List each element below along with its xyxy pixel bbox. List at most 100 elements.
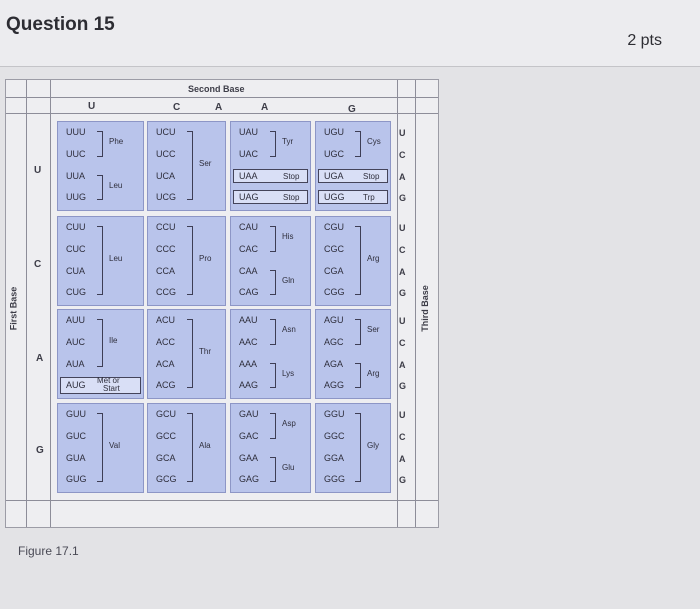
third-base-u-1: C (399, 150, 406, 160)
codon-cc-1: CCC (156, 244, 176, 254)
codon-gg-1: GGC (324, 431, 345, 441)
codon-ga-2: GAA (239, 453, 259, 463)
third-base-c-3: G (399, 288, 407, 298)
amino-acid-ua-2: Stop (283, 193, 300, 202)
amino-acid-ug-2: Trp (363, 193, 375, 202)
codon-uu-3: UUG (66, 192, 86, 202)
codon-uu-1: UUC (66, 149, 86, 159)
amino-acid-cc-0: Pro (199, 253, 212, 263)
first-base-u: U (34, 165, 42, 176)
codon-ca-1: CAC (239, 244, 259, 254)
third-base-u-0: U (399, 128, 406, 138)
codon-block-uc (147, 121, 226, 211)
bracket-ga-1 (270, 457, 276, 482)
codon-ac-0: ACU (156, 315, 176, 325)
bracket-cc-0 (187, 226, 193, 295)
third-base-g-0: U (399, 410, 406, 420)
codon-block-ga (230, 403, 311, 493)
codon-gg-0: GGU (324, 409, 345, 419)
amino-acid-aa-0: Asn (282, 325, 296, 334)
codon-block-ca (230, 216, 311, 306)
start-codon-box (60, 377, 141, 394)
codon-gc-0: GCU (156, 409, 176, 419)
codon-uc-2: UCA (156, 171, 176, 181)
codon-uc-1: UCC (156, 149, 176, 159)
amino-acid-au-0: Ile (109, 336, 118, 345)
codon-cg-1: CGC (324, 244, 344, 254)
third-base-c-1: C (399, 245, 406, 255)
bracket-au-0 (97, 319, 103, 367)
amino-acid-cu-0: Leu (109, 253, 123, 263)
codon-block-gc (147, 403, 226, 493)
codon-block-ac (147, 309, 226, 399)
codon-block-uu (57, 121, 144, 211)
codon-au-1: AUC (66, 337, 86, 347)
amino-acid-cg-0: Arg (367, 253, 380, 263)
codon-ua-1: UAC (239, 149, 259, 159)
third-base-a-0: U (399, 316, 406, 326)
amino-acid-uu-1: Leu (109, 180, 123, 190)
amino-acid-aa-1: Lys (282, 368, 295, 378)
codon-ug-0: UGU (324, 127, 344, 137)
third-base-u-3: G (399, 193, 407, 203)
amino-acid-ug-0: Cys (367, 137, 381, 146)
first-base-c: C (34, 259, 42, 270)
bracket-aa-1 (270, 363, 276, 388)
codon-ac-3: ACG (156, 380, 176, 390)
amino-acid-gu-0: Val (109, 440, 120, 450)
codon-gg-2: GGA (324, 453, 345, 463)
codon-ua-0: UAU (239, 127, 259, 137)
codon-gu-3: GUG (66, 474, 87, 484)
codon-ag-3: AGG (324, 380, 345, 390)
codon-cu-1: CUC (66, 244, 86, 254)
codon-ca-2: CAA (239, 266, 258, 276)
codon-cg-2: CGA (324, 266, 344, 276)
codon-ag-2: AGA (324, 359, 344, 369)
stop-codon-box-ug-2 (318, 169, 388, 183)
bracket-ca-1 (270, 270, 276, 295)
codon-gc-3: GCG (156, 474, 177, 484)
codon-gc-2: GCA (156, 453, 176, 463)
amino-acid-uu-0: Phe (109, 137, 124, 146)
amino-acid-ag-1: Arg (367, 368, 380, 378)
third-base-c-0: U (399, 223, 406, 233)
codon-block-cc (147, 216, 226, 306)
bracket-ag-0 (355, 319, 361, 345)
codon-cu-0: CUU (66, 222, 86, 232)
codon-cc-3: CCG (156, 287, 176, 297)
question-header: Question 15 2 pts (0, 0, 700, 67)
question-title: Question 15 (6, 14, 115, 35)
codon-block-cu (57, 216, 144, 306)
codon-ug-1: UGC (324, 149, 344, 159)
codon-ug-2: UGA (324, 171, 344, 181)
genetic-code-table: Second Base U C A A G First Base U C A G… (5, 79, 439, 528)
codon-aa-1: AAC (239, 337, 258, 347)
first-base-title: First Base (8, 286, 19, 331)
question-points: 2 pts (627, 32, 662, 49)
third-base-g-2: A (399, 454, 406, 464)
codon-gu-1: GUC (66, 431, 86, 441)
bracket-ga-0 (270, 413, 276, 439)
bracket-gc-0 (187, 413, 193, 482)
third-base-a-3: G (399, 381, 407, 391)
stop-codon-box-ua-2 (233, 169, 308, 183)
codon-aa-3: AAG (239, 380, 259, 390)
codon-ga-3: GAG (239, 474, 260, 484)
bracket-uu-0 (97, 131, 103, 157)
amino-acid-ag-0: Ser (367, 325, 380, 334)
bracket-ag-1 (355, 363, 361, 388)
amino-acid-au-2: Start (103, 384, 120, 393)
codon-block-gg (315, 403, 391, 493)
codon-uu-0: UUU (66, 127, 86, 137)
amino-acid-ga-1: Glu (282, 462, 295, 472)
third-base-c-2: A (399, 267, 406, 277)
codon-ua-3: UAG (239, 192, 259, 202)
codon-gc-1: GCC (156, 431, 176, 441)
bracket-cg-0 (355, 226, 361, 295)
codon-cc-0: CCU (156, 222, 176, 232)
bracket-ac-0 (187, 319, 193, 388)
codon-cg-0: CGU (324, 222, 344, 232)
figure-caption: Figure 17.1 (18, 544, 79, 558)
amino-acid-ca-1: Gln (282, 275, 295, 285)
codon-aa-2: AAA (239, 359, 258, 369)
